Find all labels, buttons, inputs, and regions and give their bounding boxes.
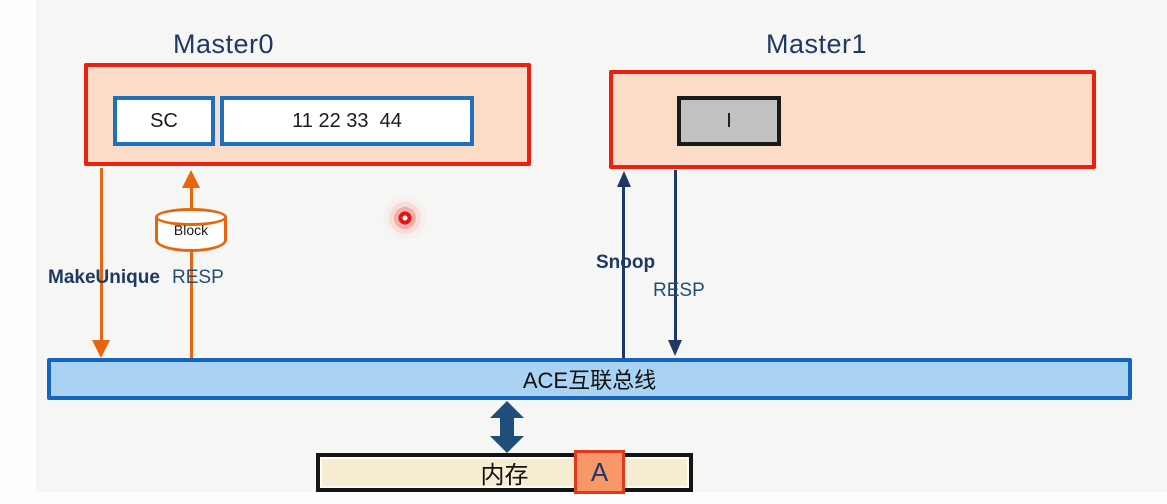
master0-cache-data-label: 11 22 33 44 <box>292 109 402 132</box>
block-label: Block <box>173 222 209 238</box>
memory-cell-a: A <box>574 450 625 494</box>
left-margin <box>0 0 36 504</box>
memory-box: 内存 <box>316 453 693 492</box>
ace-bus-bar: ACE互联总线 <box>47 358 1132 400</box>
master1-cache-state-box: I <box>677 96 781 146</box>
memory-cell-a-label: A <box>590 456 609 487</box>
double-arrow-up-head <box>490 401 524 418</box>
block-cylinder-icon: Block <box>155 208 227 252</box>
resp-master1-arrowhead-down-icon <box>668 340 682 356</box>
resp-master1-label: RESP <box>653 280 705 301</box>
resp-master0-label: RESP <box>172 267 224 288</box>
ace-bus-label: ACE互联总线 <box>522 368 657 393</box>
double-arrow-shaft <box>500 417 514 437</box>
master0-cache-state-box: SC <box>113 96 215 146</box>
master1-title: Master1 <box>766 29 868 59</box>
block-cylinder-top <box>155 208 227 226</box>
resp-master1-arrow-line <box>674 170 677 342</box>
memory-label: 内存 <box>480 462 529 489</box>
laser-pointer-dot <box>383 196 427 240</box>
master0-box: SC 11 22 33 44 <box>84 63 531 166</box>
resp-master0-arrowhead-up-icon <box>182 170 200 188</box>
master0-title: Master0 <box>173 29 275 59</box>
bottom-margin <box>0 492 1167 504</box>
master0-cache-state-label: SC <box>150 109 178 132</box>
double-arrow-down-head <box>490 436 524 453</box>
bus-memory-double-arrow-icon <box>490 401 524 453</box>
make-unique-label: MakeUnique <box>48 267 160 288</box>
make-unique-arrow-line <box>100 168 103 342</box>
snoop-arrowhead-up-icon <box>617 171 631 187</box>
make-unique-arrowhead-down-icon <box>92 340 110 358</box>
master1-box: I <box>609 70 1096 169</box>
master1-cache-state-label: I <box>726 109 732 132</box>
resp-master0-arrow-line <box>190 186 193 358</box>
snoop-arrow-line <box>622 185 625 358</box>
snoop-label: Snoop <box>596 252 656 273</box>
master0-cache-data-box: 11 22 33 44 <box>220 96 474 146</box>
